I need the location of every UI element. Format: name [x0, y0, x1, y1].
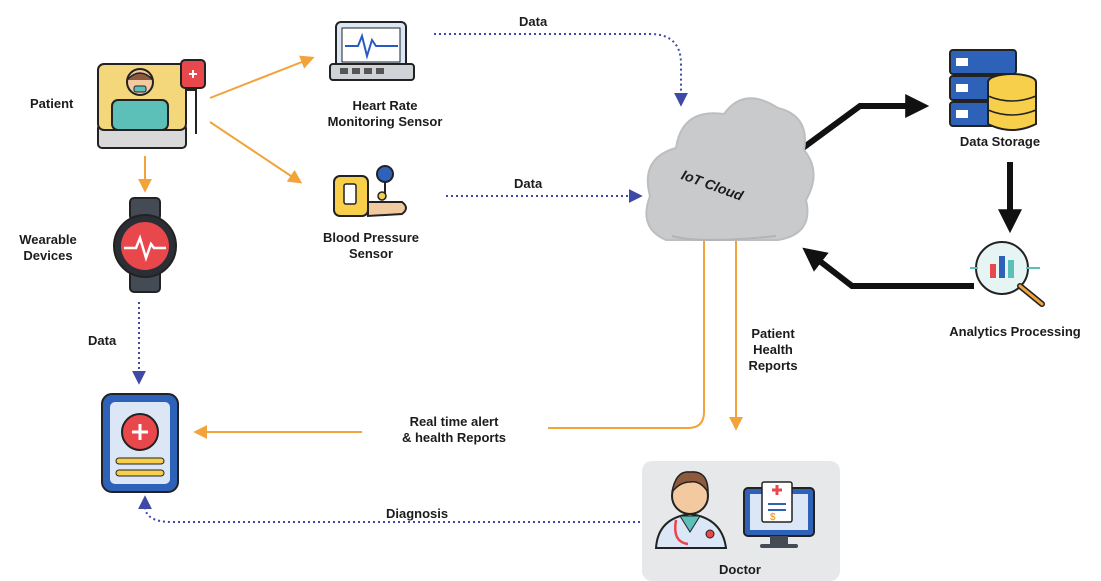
- node-analytics: Analytics Processing: [949, 324, 1081, 339]
- medical-report-monitor-icon: $: [743, 481, 815, 548]
- edge-label-patient-reports: Patient Health Reports: [748, 326, 798, 373]
- edge-heart-sensor-to-cloud: [434, 33, 688, 107]
- database-server-icon: [949, 49, 1037, 131]
- edge-label-diagnosis: Diagnosis: [386, 506, 449, 521]
- smartwatch-icon: [113, 197, 177, 293]
- node-doctor: Doctor: [719, 562, 761, 577]
- edge-patient-to-heart-sensor: [209, 55, 315, 99]
- node-data-storage: Data Storage: [959, 134, 1041, 149]
- cloud-icon: [645, 97, 815, 241]
- edge-analytics-to-cloud: [802, 247, 974, 289]
- node-bp-sensor: Blood Pressure Sensor: [322, 230, 420, 261]
- node-heart-sensor: Heart Rate Monitoring Sensor: [327, 98, 443, 129]
- edge-cloud-to-storage: [790, 94, 930, 159]
- analytics-magnifier-icon: [970, 241, 1045, 307]
- edge-cloud-to-mobile: [548, 228, 705, 429]
- node-patient: Patient: [30, 96, 74, 111]
- node-wearable: Wearable Devices: [19, 232, 77, 263]
- mobile-health-app-icon: [101, 393, 179, 493]
- edge-label-data-top: Data: [519, 14, 548, 29]
- edge-label-data-middle: Data: [514, 176, 543, 191]
- blood-pressure-icon: [333, 165, 407, 218]
- doctor-icon: [654, 471, 728, 549]
- edge-label-data-left: Data: [88, 333, 117, 348]
- patient-bed-icon: [97, 59, 206, 149]
- svg-text:$: $: [770, 512, 776, 523]
- edge-patient-to-bp-sensor: [209, 121, 303, 184]
- edge-label-realtime-alert: Real time alert & health Reports: [401, 414, 506, 445]
- heart-monitor-icon: [329, 21, 415, 81]
